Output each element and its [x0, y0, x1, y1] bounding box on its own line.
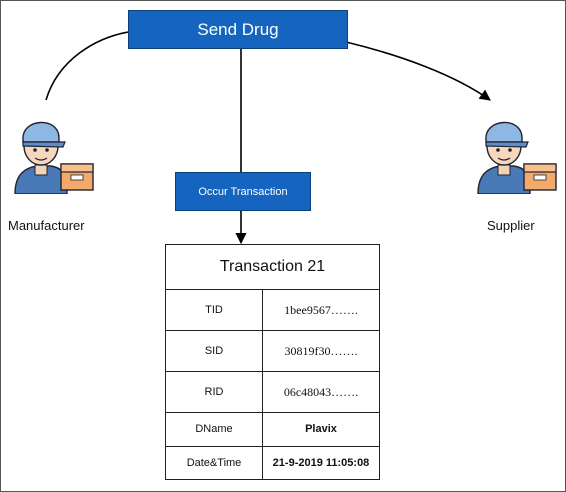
transaction-title: Transaction 21 — [165, 244, 380, 290]
table-row: DName Plavix — [165, 412, 380, 447]
transaction-table: Transaction 21 TID 1bee9567……. SID 30819… — [165, 244, 380, 481]
field-value: 21-9-2019 11:05:08 — [262, 445, 380, 481]
occur-transaction-label: Occur Transaction — [198, 185, 288, 198]
supplier-label: Supplier — [487, 218, 535, 233]
arrow-send-to-supplier — [345, 41, 491, 101]
manufacturer-label: Manufacturer — [8, 218, 85, 233]
table-row: TID 1bee9567……. — [165, 288, 380, 332]
arrow-manufacturer-to-send — [45, 31, 129, 101]
delivery-worker-with-box-icon — [477, 121, 557, 194]
send-drug-box: Send Drug — [128, 10, 348, 49]
field-key: RID — [165, 371, 263, 414]
field-value: Plavix — [262, 412, 380, 447]
table-row: SID 30819f30……. — [165, 330, 380, 373]
table-row: RID 06c48043……. — [165, 371, 380, 414]
field-value: 30819f30……. — [262, 330, 380, 373]
field-key: TID — [165, 288, 263, 332]
send-drug-label: Send Drug — [197, 19, 279, 39]
table-row: Date&Time 21-9-2019 11:05:08 — [165, 445, 380, 481]
delivery-worker-with-box-icon — [14, 121, 94, 194]
transaction-title-row: Transaction 21 — [165, 244, 380, 290]
field-key: DName — [165, 412, 263, 447]
field-value: 1bee9567……. — [262, 288, 380, 332]
field-key: SID — [165, 330, 263, 373]
occur-transaction-box: Occur Transaction — [175, 172, 311, 211]
field-value: 06c48043……. — [262, 371, 380, 414]
field-key: Date&Time — [165, 445, 263, 481]
